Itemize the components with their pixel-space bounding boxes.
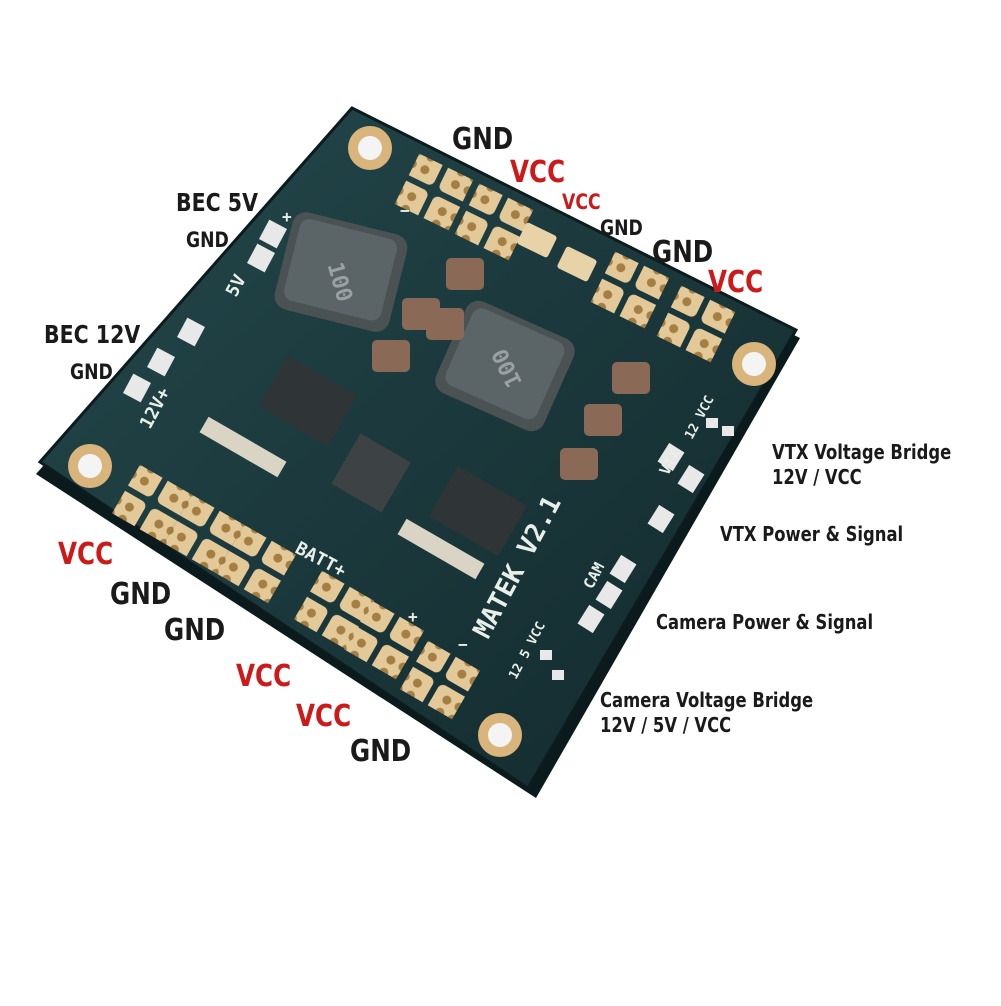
capacitors — [372, 258, 650, 480]
label-top-vcc-3: VCC — [708, 265, 764, 300]
right-pads — [540, 418, 734, 680]
silk-plus-2: + — [408, 607, 418, 626]
label-bottom-gnd: GND — [350, 734, 412, 769]
bec-pads — [123, 219, 287, 403]
silk-minus-1: − — [400, 201, 410, 220]
label-bec5-title: BEC 5V — [176, 188, 258, 217]
label-bottom-vcc-2: VCC — [296, 699, 352, 734]
label-bec12-gnd: GND — [70, 360, 113, 384]
inductor-right — [435, 300, 575, 432]
label-left-gnd-2: GND — [164, 613, 226, 648]
label-bottom-vcc-1: VCC — [236, 659, 292, 694]
label-top-gnd-2: GND — [600, 216, 643, 240]
ic-chips — [199, 355, 528, 580]
inductor-left — [274, 212, 408, 332]
label-left-gnd-1: GND — [110, 577, 172, 612]
label-top-vcc-2: VCC — [562, 190, 601, 214]
mounting-holes — [68, 126, 776, 757]
silk-plus-1: + — [282, 207, 292, 226]
label-cam-power: Camera Power & Signal — [656, 610, 874, 634]
label-top-gnd-3: GND — [652, 235, 714, 270]
label-bec5-gnd: GND — [186, 228, 229, 252]
silk-minus-2: − — [458, 635, 468, 654]
label-cam-bridge: Camera Voltage Bridge 12V / 5V / VCC — [600, 688, 814, 737]
label-left-vcc-1: VCC — [58, 537, 114, 572]
label-bec12-title: BEC 12V — [44, 320, 141, 349]
label-vtx-power: VTX Power & Signal — [720, 522, 904, 546]
top-pads — [394, 153, 736, 363]
label-top-vcc-1: VCC — [510, 155, 566, 190]
bottom-pads — [112, 464, 480, 720]
label-top-gnd-1: GND — [452, 122, 514, 157]
label-vtx-bridge: VTX Voltage Bridge 12V / VCC — [772, 440, 952, 489]
